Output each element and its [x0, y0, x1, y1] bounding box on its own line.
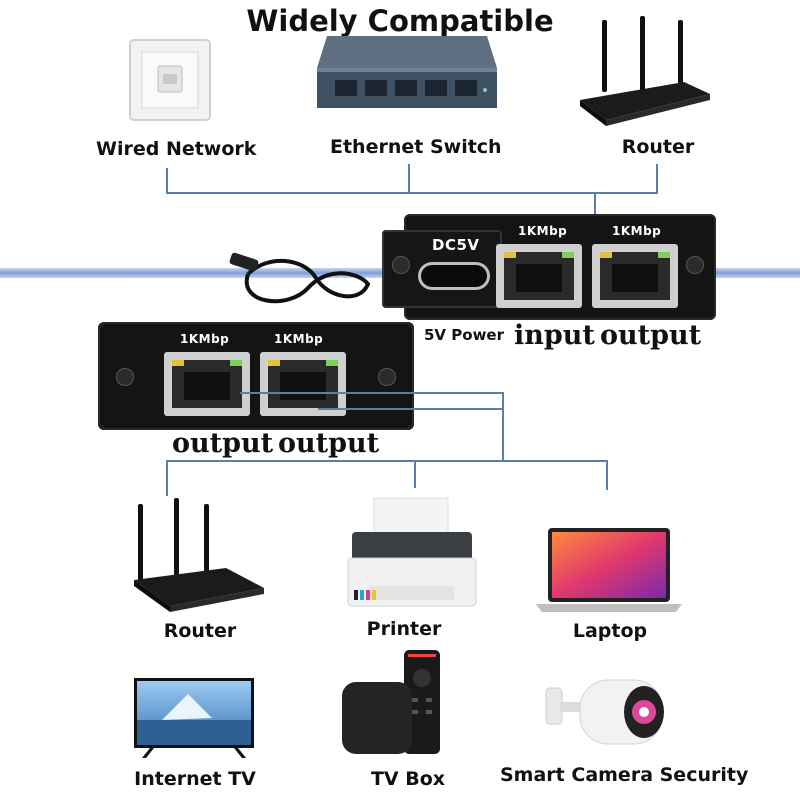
router-icon — [574, 16, 714, 128]
laptop-icon — [536, 526, 682, 612]
connector-line — [594, 192, 596, 214]
speed-label: 1KMbp — [180, 332, 230, 346]
dc-port-label: DC5V — [432, 236, 480, 254]
speed-label: 1KMbp — [518, 224, 568, 238]
page-title: Widely Compatible — [246, 4, 554, 38]
ethernet-port-output[interactable] — [592, 244, 678, 308]
ethernet-switch-label: Ethernet Switch — [330, 136, 502, 158]
splitter-bottom — [98, 322, 414, 430]
connector-line — [240, 392, 504, 394]
connector-line — [166, 168, 168, 193]
connector-line — [166, 460, 608, 462]
connector-line — [656, 164, 658, 193]
screw-icon — [392, 256, 410, 274]
port-label-input: input — [514, 320, 595, 351]
connector-line — [166, 192, 658, 194]
speed-label: 1KMbp — [612, 224, 662, 238]
internet-tv-label: Internet TV — [134, 768, 256, 790]
connector-line — [408, 164, 410, 193]
connector-line — [166, 460, 168, 496]
port-label-output: output — [172, 428, 274, 459]
tv-box-icon — [336, 648, 448, 758]
wired-network-label: Wired Network — [96, 138, 257, 160]
screw-icon — [116, 368, 134, 386]
speed-label: 1KMbp — [274, 332, 324, 346]
laptop-label: Laptop — [572, 620, 648, 642]
screw-icon — [686, 256, 704, 274]
tv-icon — [132, 676, 256, 760]
connector-line — [318, 408, 504, 410]
switch-icon — [313, 28, 501, 114]
wall-socket-icon — [128, 38, 212, 122]
screw-icon — [378, 368, 396, 386]
camera-icon — [542, 678, 670, 756]
router-bottom-label: Router — [163, 620, 237, 642]
port-label-output: output — [278, 428, 380, 459]
port-label-output: output — [600, 320, 702, 351]
router-icon — [130, 498, 266, 614]
printer-icon — [334, 496, 488, 612]
power-label: 5V Power — [424, 326, 504, 344]
ethernet-port-output[interactable] — [260, 352, 346, 416]
ethernet-port-output[interactable] — [164, 352, 250, 416]
printer-label: Printer — [366, 618, 442, 640]
ethernet-port-input[interactable] — [496, 244, 582, 308]
tv-box-label: TV Box — [370, 768, 446, 790]
router-top-label: Router — [621, 136, 695, 158]
smart-camera-label: Smart Camera Security — [500, 764, 749, 786]
usb-cable-icon — [228, 244, 378, 310]
usb-c-port[interactable] — [418, 262, 490, 290]
connector-line — [502, 392, 504, 462]
connector-line — [414, 460, 416, 488]
connector-line — [606, 460, 608, 490]
